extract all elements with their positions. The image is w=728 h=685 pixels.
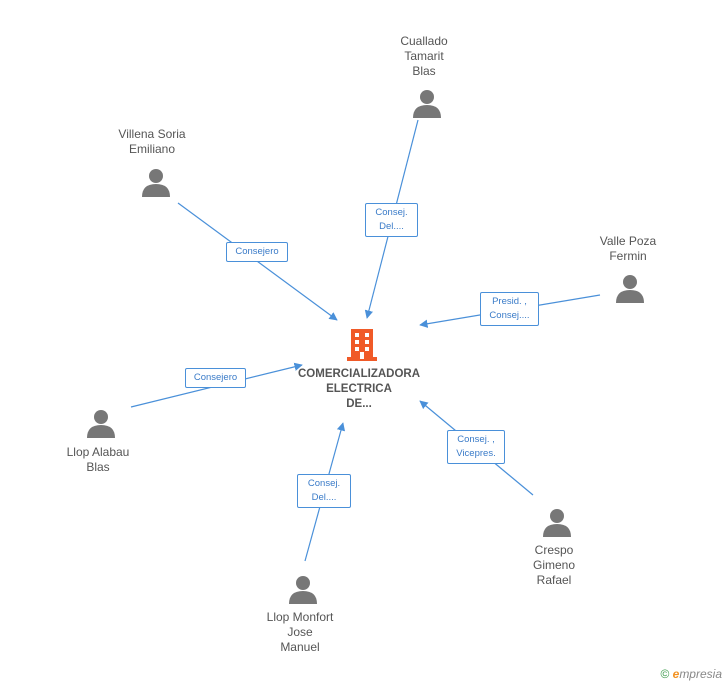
person-icon[interactable]: [412, 88, 442, 118]
building-icon[interactable]: [347, 327, 377, 361]
person-name[interactable]: Llop Monfort Jose Manuel: [266, 610, 334, 654]
person-name[interactable]: Valle Poza Fermin: [599, 234, 657, 263]
person-name[interactable]: Crespo Gimeno Rafael: [532, 543, 576, 587]
person-icon[interactable]: [86, 408, 116, 438]
person-name[interactable]: Llop Alabau Blas: [66, 445, 130, 474]
person-icon[interactable]: [288, 574, 318, 604]
person-name[interactable]: Villena Soria Emiliano: [118, 127, 186, 156]
role-label[interactable]: Consej. , Vicepres.: [447, 430, 505, 464]
brand-logo[interactable]: empresia: [672, 667, 722, 681]
role-label[interactable]: Consej. Del....: [297, 474, 351, 508]
role-label[interactable]: Consejero: [185, 368, 246, 388]
person-name[interactable]: Cuallado Tamarit Blas: [400, 34, 448, 78]
role-label[interactable]: Consejero: [226, 242, 288, 262]
role-label[interactable]: Presid. , Consej....: [480, 292, 539, 326]
company-label[interactable]: COMERCIALIZADORA ELECTRICA DE...: [297, 368, 421, 410]
person-icon[interactable]: [615, 273, 645, 303]
person-icon[interactable]: [141, 167, 171, 197]
footer-brand[interactable]: © empresia: [660, 667, 722, 681]
copyright-symbol: ©: [660, 667, 670, 681]
role-label[interactable]: Consej. Del....: [365, 203, 418, 237]
person-icon[interactable]: [542, 507, 572, 537]
